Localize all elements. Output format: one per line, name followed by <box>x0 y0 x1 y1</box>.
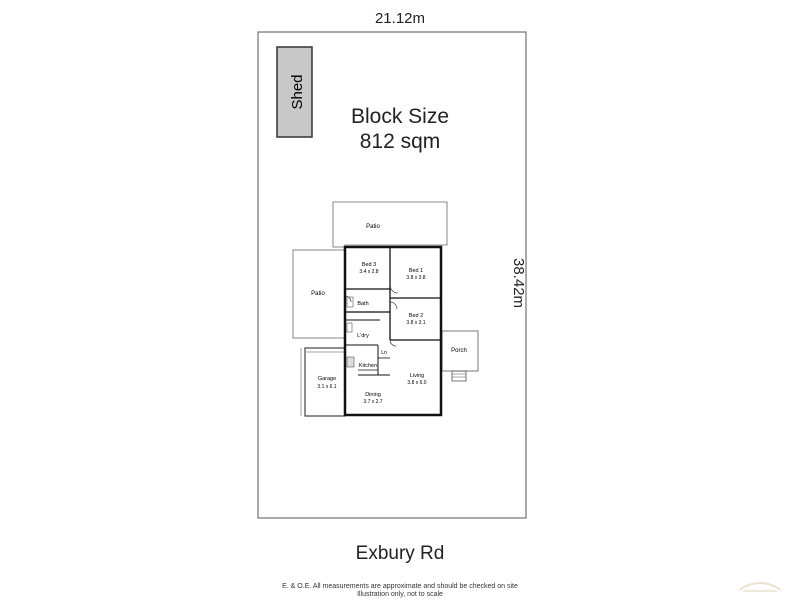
block-size-title: Block Size <box>350 105 450 128</box>
garage-size: 3.1 x 6.1 <box>317 384 336 390</box>
garage: Garage 3.1 x 6.1 <box>300 347 346 417</box>
bed3-name: Bed 3 <box>362 262 376 268</box>
linen-label: Ln <box>381 350 387 356</box>
shed: Shed <box>276 46 313 138</box>
lot-boundary <box>257 31 527 519</box>
laundry-fixture <box>346 322 353 333</box>
bath-fixture <box>346 296 354 308</box>
disclaimer-line2: Illustration only, not to scale <box>357 591 443 598</box>
patio-top <box>332 201 448 248</box>
block-size-area: 812 sqm <box>359 130 441 153</box>
bed1-name: Bed 1 <box>409 268 423 274</box>
shed-label: Shed <box>289 74 306 109</box>
bed2-size: 3.8 x 3.1 <box>406 320 425 326</box>
bed3-size: 3.4 x 2.8 <box>359 269 378 275</box>
bed2-name: Bed 2 <box>409 313 423 319</box>
living-size: 3.8 x 6.0 <box>407 380 426 386</box>
lot-width-label: 21.12m <box>374 10 426 27</box>
laundry-label: L'dry <box>357 333 369 339</box>
disclaimer-line1: E. & O.E. All measurements are approxima… <box>282 583 518 590</box>
bed1-size: 3.8 x 3.8 <box>406 275 425 281</box>
disclaimer: E. & O.E. All measurements are approxima… <box>0 583 800 599</box>
living-name: Living <box>410 373 424 379</box>
block-size-heading: Block Size 812 sqm <box>300 104 500 154</box>
kitchen-label: Kitchen <box>359 363 377 369</box>
dining-size: 3.7 x 2.7 <box>363 399 382 405</box>
garage-name: Garage <box>318 376 336 382</box>
bath-label: Bath <box>357 301 368 307</box>
dining-name: Dining <box>365 392 381 398</box>
house-walls <box>343 245 443 417</box>
porch-label: Porch <box>451 348 467 354</box>
kitchen-sink <box>346 356 355 368</box>
patio-top-label: Patio <box>366 224 380 230</box>
porch: Porch <box>441 330 479 382</box>
patio-left-label: Patio <box>311 291 325 297</box>
street-name: Exbury Rd <box>355 543 445 564</box>
watermark-logo <box>738 582 782 592</box>
